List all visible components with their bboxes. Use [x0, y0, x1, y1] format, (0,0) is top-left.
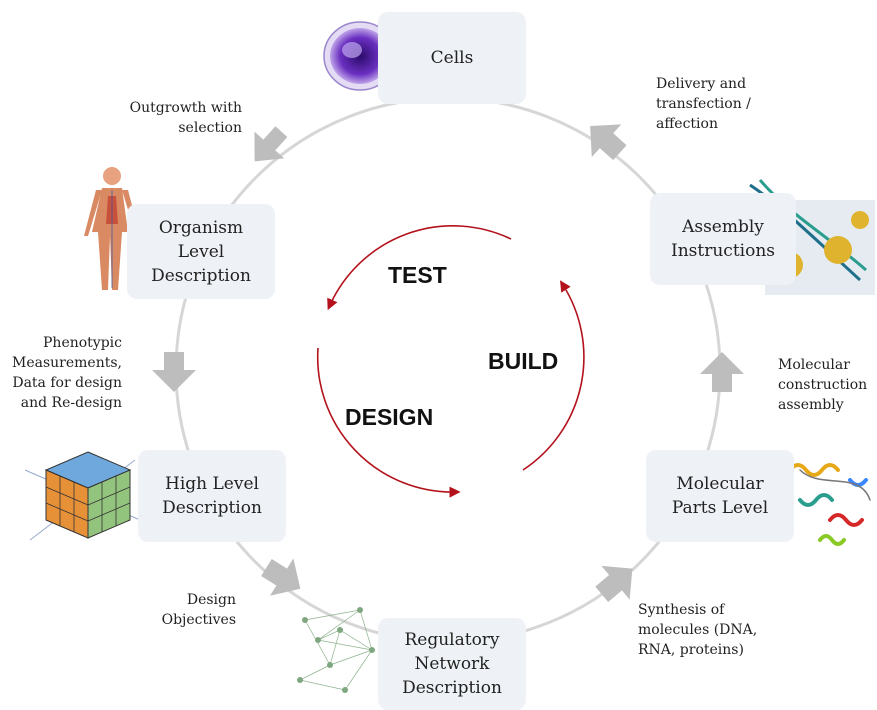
node-high-level-description: High Level Description [138, 450, 286, 542]
inner-arc-test [327, 225, 512, 311]
outer-cycle-ring [174, 96, 722, 644]
annotation-phenotypic-line2: Measurements, [12, 355, 122, 371]
annotation-delivery-line1: Delivery and [656, 76, 747, 92]
cycle-word-build: BUILD [488, 348, 559, 374]
node-organism-line3: Description [151, 265, 251, 286]
annotation-synthesis-line2: molecules (DNA, [638, 622, 758, 638]
node-molecular-parts-level: Molecular Parts Level [646, 450, 794, 542]
node-cells: Cells [378, 12, 526, 104]
inner-arc-build [522, 280, 585, 471]
node-organism-line2: Level [177, 241, 225, 262]
protein-structure-image [788, 463, 871, 546]
annotation-construction-line1: Molecular [778, 357, 850, 373]
annotation-phenotypic-line3: Data for design [12, 375, 122, 391]
data-cube-image [24, 451, 141, 541]
annotation-phenotypic-line1: Phenotypic [43, 335, 122, 351]
annotation-outgrowth: Outgrowth with selection [110, 98, 242, 138]
node-regulatory-line2: Network [414, 654, 490, 674]
annotation-phenotypic: Phenotypic Measurements, Data for design… [4, 333, 122, 413]
node-molecular-line2: Parts Level [671, 498, 769, 518]
annotation-delivery-line2: transfection / [656, 96, 751, 112]
annotation-outgrowth-line1: Outgrowth with [129, 100, 242, 116]
cycle-word-test: TEST [388, 262, 447, 288]
node-assembly-instructions: Assembly Instructions [650, 193, 796, 285]
node-high-level-line2: Description [162, 498, 262, 518]
node-high-level-line1: High Level [165, 474, 259, 494]
flow-arrow-regulatory-to-molecular [595, 565, 633, 602]
flow-arrow-organism-to-highlevel [152, 352, 196, 392]
node-organism-line1: Organism [158, 217, 244, 238]
annotation-construction-line3: assembly [778, 397, 844, 413]
cycle-word-design: DESIGN [345, 404, 434, 430]
annotation-design-objectives-line1: Design [186, 592, 236, 608]
network-nodes [297, 607, 375, 693]
network-graph-image [299, 609, 373, 691]
node-assembly-line1: Assembly [682, 217, 764, 237]
inner-arc-design [316, 347, 461, 498]
node-regulatory-line1: Regulatory [404, 630, 500, 650]
annotation-synthesis-line3: RNA, proteins) [638, 642, 744, 658]
node-organism-level-description: Organism Level Description [127, 204, 275, 299]
node-assembly-line2: Instructions [671, 241, 775, 261]
human-anatomy-image [84, 167, 140, 290]
node-cells-label: Cells [430, 48, 474, 68]
annotation-delivery: Delivery and transfection / affection [656, 74, 751, 134]
annotation-phenotypic-line4: and Re-design [20, 395, 122, 411]
node-regulatory-network: Regulatory Network Description [378, 618, 526, 710]
flow-arrow-molecular-to-assembly [700, 352, 744, 392]
annotation-construction-line2: construction [778, 377, 868, 393]
annotation-outgrowth-line2: selection [178, 120, 242, 136]
annotation-synthesis-line1: Synthesis of [638, 602, 725, 618]
flow-arrow-highlevel-to-regulatory [261, 558, 301, 596]
annotation-delivery-line3: affection [656, 116, 718, 132]
annotation-synthesis: Synthesis of molecules (DNA, RNA, protei… [638, 600, 757, 660]
annotation-design-objectives: Design Objectives [140, 590, 236, 630]
flow-arrow-cells-to-organism [254, 126, 288, 162]
flow-arrow-assembly-to-cells [590, 124, 627, 161]
annotation-design-objectives-line2: Objectives [161, 612, 236, 628]
node-molecular-line1: Molecular [676, 474, 764, 494]
annotation-construction: Molecular construction assembly [778, 355, 867, 415]
node-regulatory-line3: Description [402, 678, 502, 698]
